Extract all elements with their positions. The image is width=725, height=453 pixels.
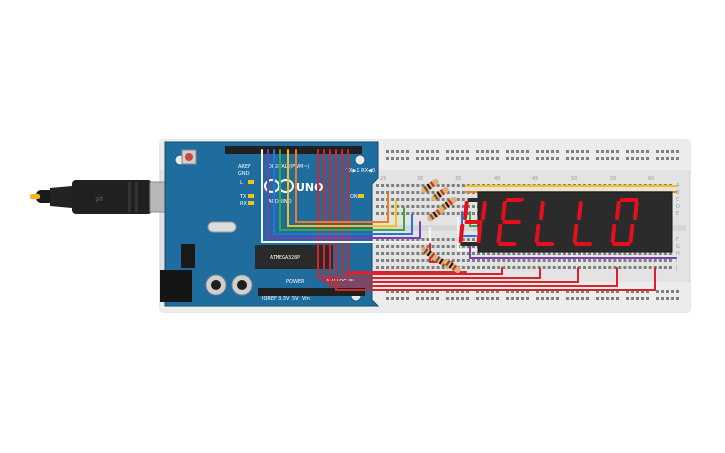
svg-text:C: C (676, 197, 680, 203)
segment (577, 201, 583, 220)
segment (574, 242, 593, 246)
segment (581, 198, 601, 202)
segment (496, 224, 503, 243)
segment (616, 220, 635, 224)
resistor[interactable] (438, 196, 458, 212)
atmega-chip (255, 245, 333, 269)
segment (590, 224, 597, 243)
svg-text:ON: ON (350, 194, 358, 200)
svg-text:TX: TX (239, 194, 247, 200)
reset-button[interactable] (181, 149, 197, 165)
svg-text:30: 30 (417, 176, 423, 182)
segment (501, 201, 507, 220)
svg-text:40: 40 (494, 176, 500, 182)
segment (595, 201, 601, 220)
svg-text:GND: GND (238, 171, 250, 177)
power-analog-header[interactable] (258, 288, 365, 296)
svg-text:TX▶1 RX◀0: TX▶1 RX◀0 (345, 168, 375, 174)
resistor[interactable] (426, 206, 446, 222)
segment (633, 201, 639, 220)
svg-text:G: G (676, 244, 680, 250)
svg-text:H: H (676, 251, 680, 257)
segment (463, 201, 469, 220)
digit (496, 198, 525, 246)
segment (540, 220, 559, 224)
svg-text:A: A (676, 183, 680, 189)
svg-text:UNO: UNO (296, 181, 324, 194)
svg-text:L: L (240, 180, 243, 186)
segment (572, 224, 579, 243)
seven-segment-display[interactable] (458, 191, 673, 253)
digit (572, 198, 601, 246)
svg-text:I: I (676, 258, 677, 264)
segment (610, 224, 617, 243)
svg-text:25: 25 (380, 176, 386, 182)
segment (628, 224, 635, 243)
svg-text:F: F (676, 237, 679, 243)
segment (619, 198, 639, 202)
svg-text:Vin: Vin (302, 296, 310, 302)
segment (519, 201, 525, 220)
segment (502, 220, 521, 224)
svg-text:J: J (675, 265, 677, 271)
resistors[interactable] (420, 178, 462, 274)
segment (467, 198, 487, 202)
segment (458, 224, 465, 243)
segment (543, 198, 563, 202)
svg-text:5V: 5V (292, 296, 299, 302)
crystal (207, 221, 237, 233)
digit (458, 198, 487, 246)
resistor[interactable] (430, 186, 450, 202)
svg-text:45: 45 (532, 176, 538, 182)
svg-text:ATMEGA328P: ATMEGA328P (270, 255, 300, 261)
digit (534, 198, 563, 246)
resistor[interactable] (420, 178, 440, 194)
segment (612, 242, 631, 246)
usb-cable[interactable]: ⇌ (30, 180, 175, 214)
svg-text:55: 55 (610, 176, 616, 182)
segment (464, 220, 483, 224)
segment (552, 224, 559, 243)
row-letters: A B C D E F G H I J (675, 183, 680, 271)
svg-text:POWER: POWER (286, 279, 305, 285)
dc-power-jack[interactable] (160, 270, 192, 302)
segment (505, 198, 525, 202)
wires[interactable] (261, 149, 677, 291)
resistor[interactable] (442, 258, 462, 274)
segment (578, 220, 597, 224)
segment (460, 242, 479, 246)
svg-text:B: B (676, 190, 680, 196)
svg-text:50: 50 (571, 176, 577, 182)
svg-text:D: D (676, 204, 680, 210)
segment (476, 224, 483, 243)
capacitor (205, 274, 253, 296)
svg-text:E: E (676, 211, 679, 217)
segment (539, 201, 545, 220)
digit (610, 198, 639, 246)
status-leds (248, 180, 364, 205)
segment (498, 242, 517, 246)
svg-text:IOREF: IOREF (262, 296, 277, 302)
svg-text:35: 35 (455, 176, 461, 182)
segment (534, 224, 541, 243)
power-pin-labels: IOREF 3.3V 5V Vin (262, 296, 310, 302)
svg-text:3.3V: 3.3V (278, 296, 290, 302)
segment (615, 201, 621, 220)
svg-text:RX: RX (240, 201, 247, 207)
segment (481, 201, 487, 220)
digital-header[interactable] (225, 146, 362, 154)
usb-icon: ⇌ (95, 194, 103, 205)
svg-text:60: 60 (648, 176, 654, 182)
segment (514, 224, 521, 243)
column-numbers: 25 30 35 40 45 50 55 60 (380, 176, 654, 182)
segment (557, 201, 563, 220)
segment (536, 242, 555, 246)
svg-text:AREF: AREF (238, 164, 251, 170)
